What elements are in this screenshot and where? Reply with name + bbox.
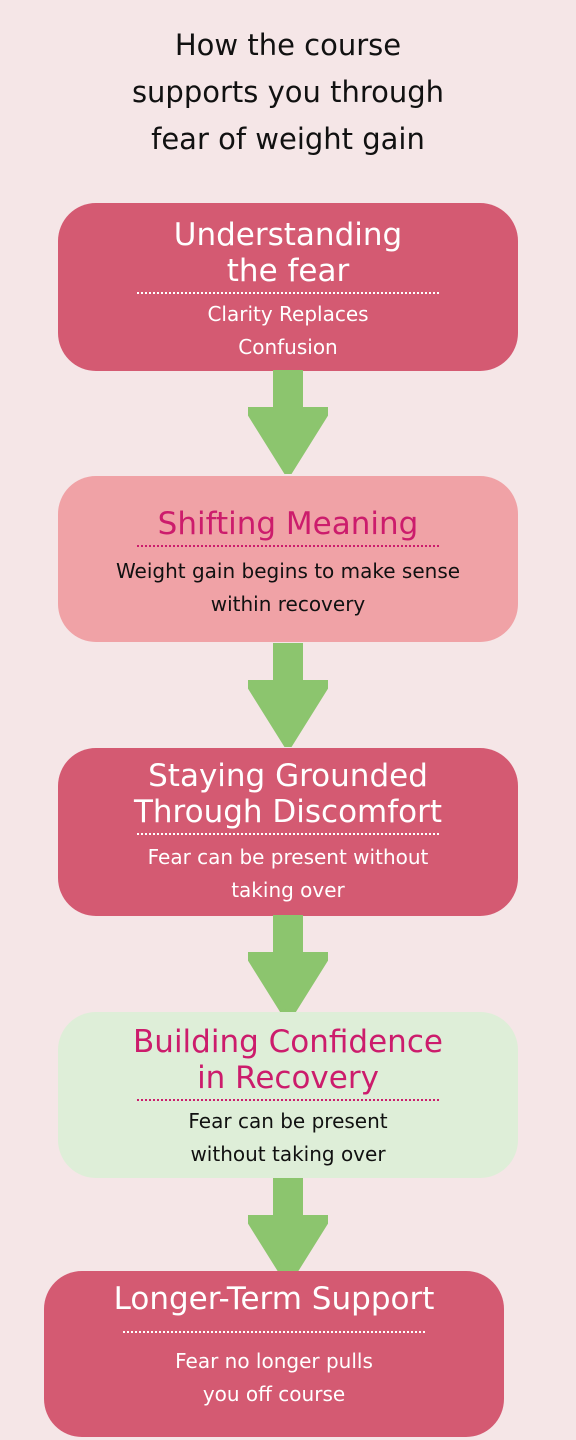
step-building-confidence: Building Confidence in Recovery Fear can… [58, 1012, 518, 1178]
title-line-1: How the course [174, 28, 402, 62]
step-subtitle-line: Confusion [238, 335, 338, 359]
step-heading: Understanding the fear [58, 217, 518, 289]
step-subtitle: Fear can be present without taking over [58, 841, 518, 907]
dotted-divider [137, 545, 439, 547]
step-heading-line: Understanding [173, 217, 403, 253]
step-subtitle: Clarity Replaces Confusion [58, 298, 518, 364]
step-subtitle-line: Fear can be present [188, 1109, 388, 1133]
step-staying-grounded: Staying Grounded Through Discomfort Fear… [58, 748, 518, 916]
step-subtitle-line: without taking over [190, 1142, 386, 1166]
step-heading-line: Through Discomfort [133, 794, 443, 830]
step-subtitle-line: Weight gain begins to make sense [115, 559, 461, 583]
step-heading: Building Confidence in Recovery [58, 1024, 518, 1096]
dotted-divider [137, 833, 439, 835]
step-heading-line: Shifting Meaning [157, 506, 419, 542]
page-title: How the course supports you through fear… [0, 22, 576, 163]
down-arrow-icon [248, 1178, 328, 1282]
dotted-divider [137, 1099, 439, 1101]
step-heading-line: Building Confidence [133, 1024, 443, 1060]
step-heading: Staying Grounded Through Discomfort [58, 758, 518, 830]
down-arrow-icon [248, 643, 328, 747]
step-heading-line: the fear [226, 253, 350, 289]
dotted-divider [123, 1331, 425, 1333]
step-subtitle-line: within recovery [210, 592, 366, 616]
step-subtitle: Fear can be present without taking over [58, 1105, 518, 1171]
step-heading-line: in Recovery [197, 1060, 379, 1096]
step-subtitle-line: Fear no longer pulls [175, 1349, 373, 1373]
step-longer-term-support: Longer-Term Support Fear no longer pulls… [44, 1271, 504, 1437]
step-subtitle-line: Clarity Replaces [207, 302, 369, 326]
step-heading: Shifting Meaning [58, 506, 518, 542]
step-subtitle-line: you off course [202, 1382, 346, 1406]
down-arrow-icon [248, 915, 328, 1019]
title-line-2: supports you through [131, 75, 445, 109]
step-heading-line: Longer-Term Support [113, 1281, 435, 1317]
title-line-3: fear of weight gain [151, 122, 425, 156]
dotted-divider [137, 292, 439, 294]
step-shifting-meaning: Shifting Meaning Weight gain begins to m… [58, 476, 518, 642]
step-subtitle-line: Fear can be present without [147, 845, 429, 869]
step-subtitle-line: taking over [231, 878, 345, 902]
step-understanding-the-fear: Understanding the fear Clarity Replaces … [58, 203, 518, 371]
step-subtitle: Weight gain begins to make sense within … [58, 555, 518, 621]
step-subtitle: Fear no longer pulls you off course [44, 1345, 504, 1411]
step-heading: Longer-Term Support [44, 1281, 504, 1317]
down-arrow-icon [248, 370, 328, 474]
step-heading-line: Staying Grounded [148, 758, 428, 794]
